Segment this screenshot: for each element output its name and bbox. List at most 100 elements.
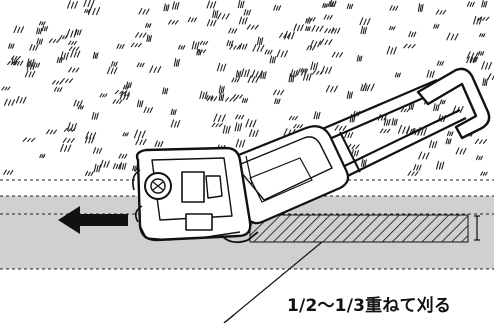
- grass-tuft: [60, 51, 69, 60]
- grass-tuft: [41, 25, 49, 32]
- grass-tuft: [226, 39, 234, 47]
- grass-tuft: [433, 103, 440, 112]
- grass-tuft: [92, 51, 99, 59]
- grass-tuft: [417, 3, 424, 12]
- grass-tuft: [68, 40, 77, 46]
- grass-tuft: [482, 77, 488, 87]
- grass-tuft: [240, 68, 250, 78]
- grass-tuft: [356, 54, 363, 62]
- grass-tuft: [327, 1, 337, 8]
- grass-tuft: [238, 43, 248, 50]
- grass-tuft: [134, 32, 147, 38]
- grass-tuft: [466, 1, 475, 7]
- grass-tuft: [455, 147, 467, 155]
- grass-tuft: [232, 94, 243, 99]
- grass-area: [1, 0, 494, 179]
- grass-tuft: [446, 130, 454, 137]
- grass-tuft: [241, 97, 249, 104]
- grass-tuft: [99, 93, 108, 98]
- grass-tuft: [269, 55, 277, 64]
- grass-tuft: [473, 16, 483, 25]
- grass-tuft: [85, 131, 97, 140]
- grass-tuft: [199, 90, 208, 100]
- grass-tuft: [313, 111, 321, 120]
- grass-tuft: [67, 122, 77, 132]
- grass-tuft: [276, 49, 288, 58]
- grass-tuft: [53, 86, 63, 92]
- grass-tuft: [112, 162, 122, 170]
- grass-tuft: [325, 84, 338, 93]
- grass-tuft: [212, 9, 219, 19]
- grass-tuft: [256, 36, 264, 45]
- grass-tuft: [177, 44, 186, 50]
- grass-tuft: [235, 114, 245, 120]
- grass-tuft: [172, 1, 180, 10]
- grass-tuft: [26, 58, 35, 68]
- grass-tuft: [205, 94, 214, 100]
- grass-tuft: [1, 86, 11, 91]
- grass-tuft: [408, 31, 417, 38]
- grass-tuft: [305, 25, 311, 32]
- grass-tuft: [246, 24, 259, 30]
- grass-tuft: [252, 44, 265, 52]
- grass-tuft: [346, 3, 354, 10]
- grass-tuft: [389, 5, 399, 11]
- grass-tuft: [52, 80, 64, 85]
- grass-tuft: [11, 58, 18, 66]
- grass-tuft: [324, 28, 335, 34]
- grass-tuft: [119, 162, 127, 170]
- grass-tuft: [273, 4, 282, 11]
- grass-tuft: [84, 170, 94, 177]
- grass-tuft: [394, 72, 401, 78]
- grass-tuft: [379, 128, 391, 134]
- grass-tuft: [84, 136, 95, 144]
- grass-tuft: [136, 62, 145, 68]
- grass-tuft: [264, 49, 273, 55]
- grass-tuft: [228, 27, 238, 34]
- grass-tuft: [309, 39, 322, 48]
- grass-tuft: [119, 93, 130, 101]
- grass-tuft: [319, 38, 333, 45]
- grass-tuft: [211, 122, 223, 128]
- grass-tuft: [466, 51, 479, 59]
- grass-tuft: [187, 16, 198, 23]
- grass-tuft: [311, 70, 324, 75]
- grass-tuft: [83, 0, 95, 8]
- grass-tuft: [36, 27, 43, 35]
- grass-tuft: [60, 77, 74, 83]
- grass-tuft: [170, 119, 181, 128]
- grass-tuft: [229, 44, 241, 50]
- grass-tuft: [446, 32, 459, 41]
- grass-tuft: [274, 98, 281, 105]
- grass-tuft: [118, 153, 128, 159]
- grass-tuft: [46, 129, 57, 135]
- grass-tuft: [288, 115, 298, 121]
- grass-tuft: [13, 25, 25, 34]
- caption-leader-line-end: [223, 314, 235, 324]
- grass-tuft: [359, 17, 371, 26]
- grass-tuft: [3, 98, 16, 106]
- grass-tuft: [360, 158, 367, 167]
- grass-tuft: [413, 164, 422, 171]
- grass-tuft: [284, 30, 295, 40]
- direction-arrow: [58, 206, 128, 234]
- grass-tuft: [122, 132, 129, 137]
- grass-tuft: [143, 106, 153, 114]
- grass-tuft: [106, 66, 118, 75]
- grass-tuft: [68, 46, 80, 51]
- grass-tuft: [481, 61, 492, 70]
- grass-tuft: [114, 89, 128, 95]
- grass-tuft: [218, 85, 225, 94]
- grass-tuft: [3, 169, 14, 175]
- grass-tuft: [66, 0, 78, 9]
- grass-tuft: [383, 118, 391, 126]
- grass-tuft: [170, 108, 177, 115]
- grass-tuft: [149, 65, 162, 73]
- grass-tuft: [481, 0, 488, 8]
- grass-tuft: [217, 12, 230, 20]
- grass-tuft: [331, 51, 344, 58]
- grass-tuft: [73, 99, 83, 107]
- grass-tuft: [245, 118, 257, 128]
- grass-tuft: [344, 131, 354, 139]
- grass-tuft: [439, 99, 446, 105]
